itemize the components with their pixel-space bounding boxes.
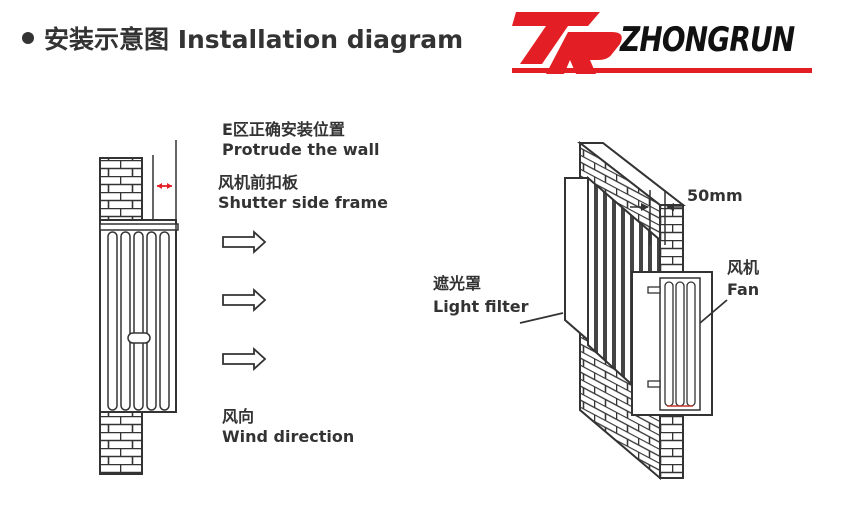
left-fan-frame (99, 219, 179, 413)
fan-label-en: Fan (727, 280, 760, 299)
gap-dimension (630, 190, 682, 245)
fan-leader-line (699, 299, 728, 324)
protrude-label-zh: E区正确安装位置 (222, 120, 345, 139)
filter-leader-line (519, 312, 564, 324)
protrude-label-en: Protrude the wall (222, 140, 380, 159)
title-text: 安装示意图 Installation diagram (44, 25, 464, 54)
page-title: 安装示意图 Installation diagram (22, 18, 463, 58)
red-dimension-arrow-icon (157, 183, 172, 189)
shutter-label-zh: 风机前扣板 (218, 173, 299, 192)
brand-name: ZHONGRUN (620, 20, 795, 60)
gap-label: 50mm (687, 186, 743, 205)
wind-arrow-icon (222, 229, 267, 372)
wind-label-zh: 风向 (222, 407, 255, 426)
right-fan (631, 271, 713, 416)
fan-label-zh: 风机 (727, 258, 760, 277)
brand-logo (512, 12, 812, 74)
left-wall (99, 157, 143, 475)
filter-label-zh: 遮光罩 (433, 274, 482, 293)
shutter-label-en: Shutter side frame (218, 193, 388, 212)
bullet-icon (22, 32, 34, 44)
wind-label-en: Wind direction (222, 427, 355, 446)
filter-label-en: Light filter (433, 297, 529, 316)
